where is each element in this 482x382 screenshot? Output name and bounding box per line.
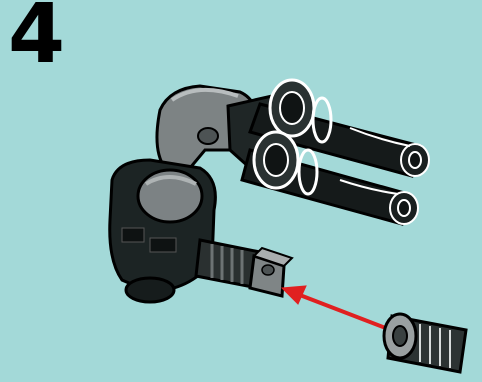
red-arrow-icon: [282, 286, 396, 332]
new-pin-part-icon: [384, 314, 466, 372]
dark-joint-body-icon: [110, 160, 216, 302]
